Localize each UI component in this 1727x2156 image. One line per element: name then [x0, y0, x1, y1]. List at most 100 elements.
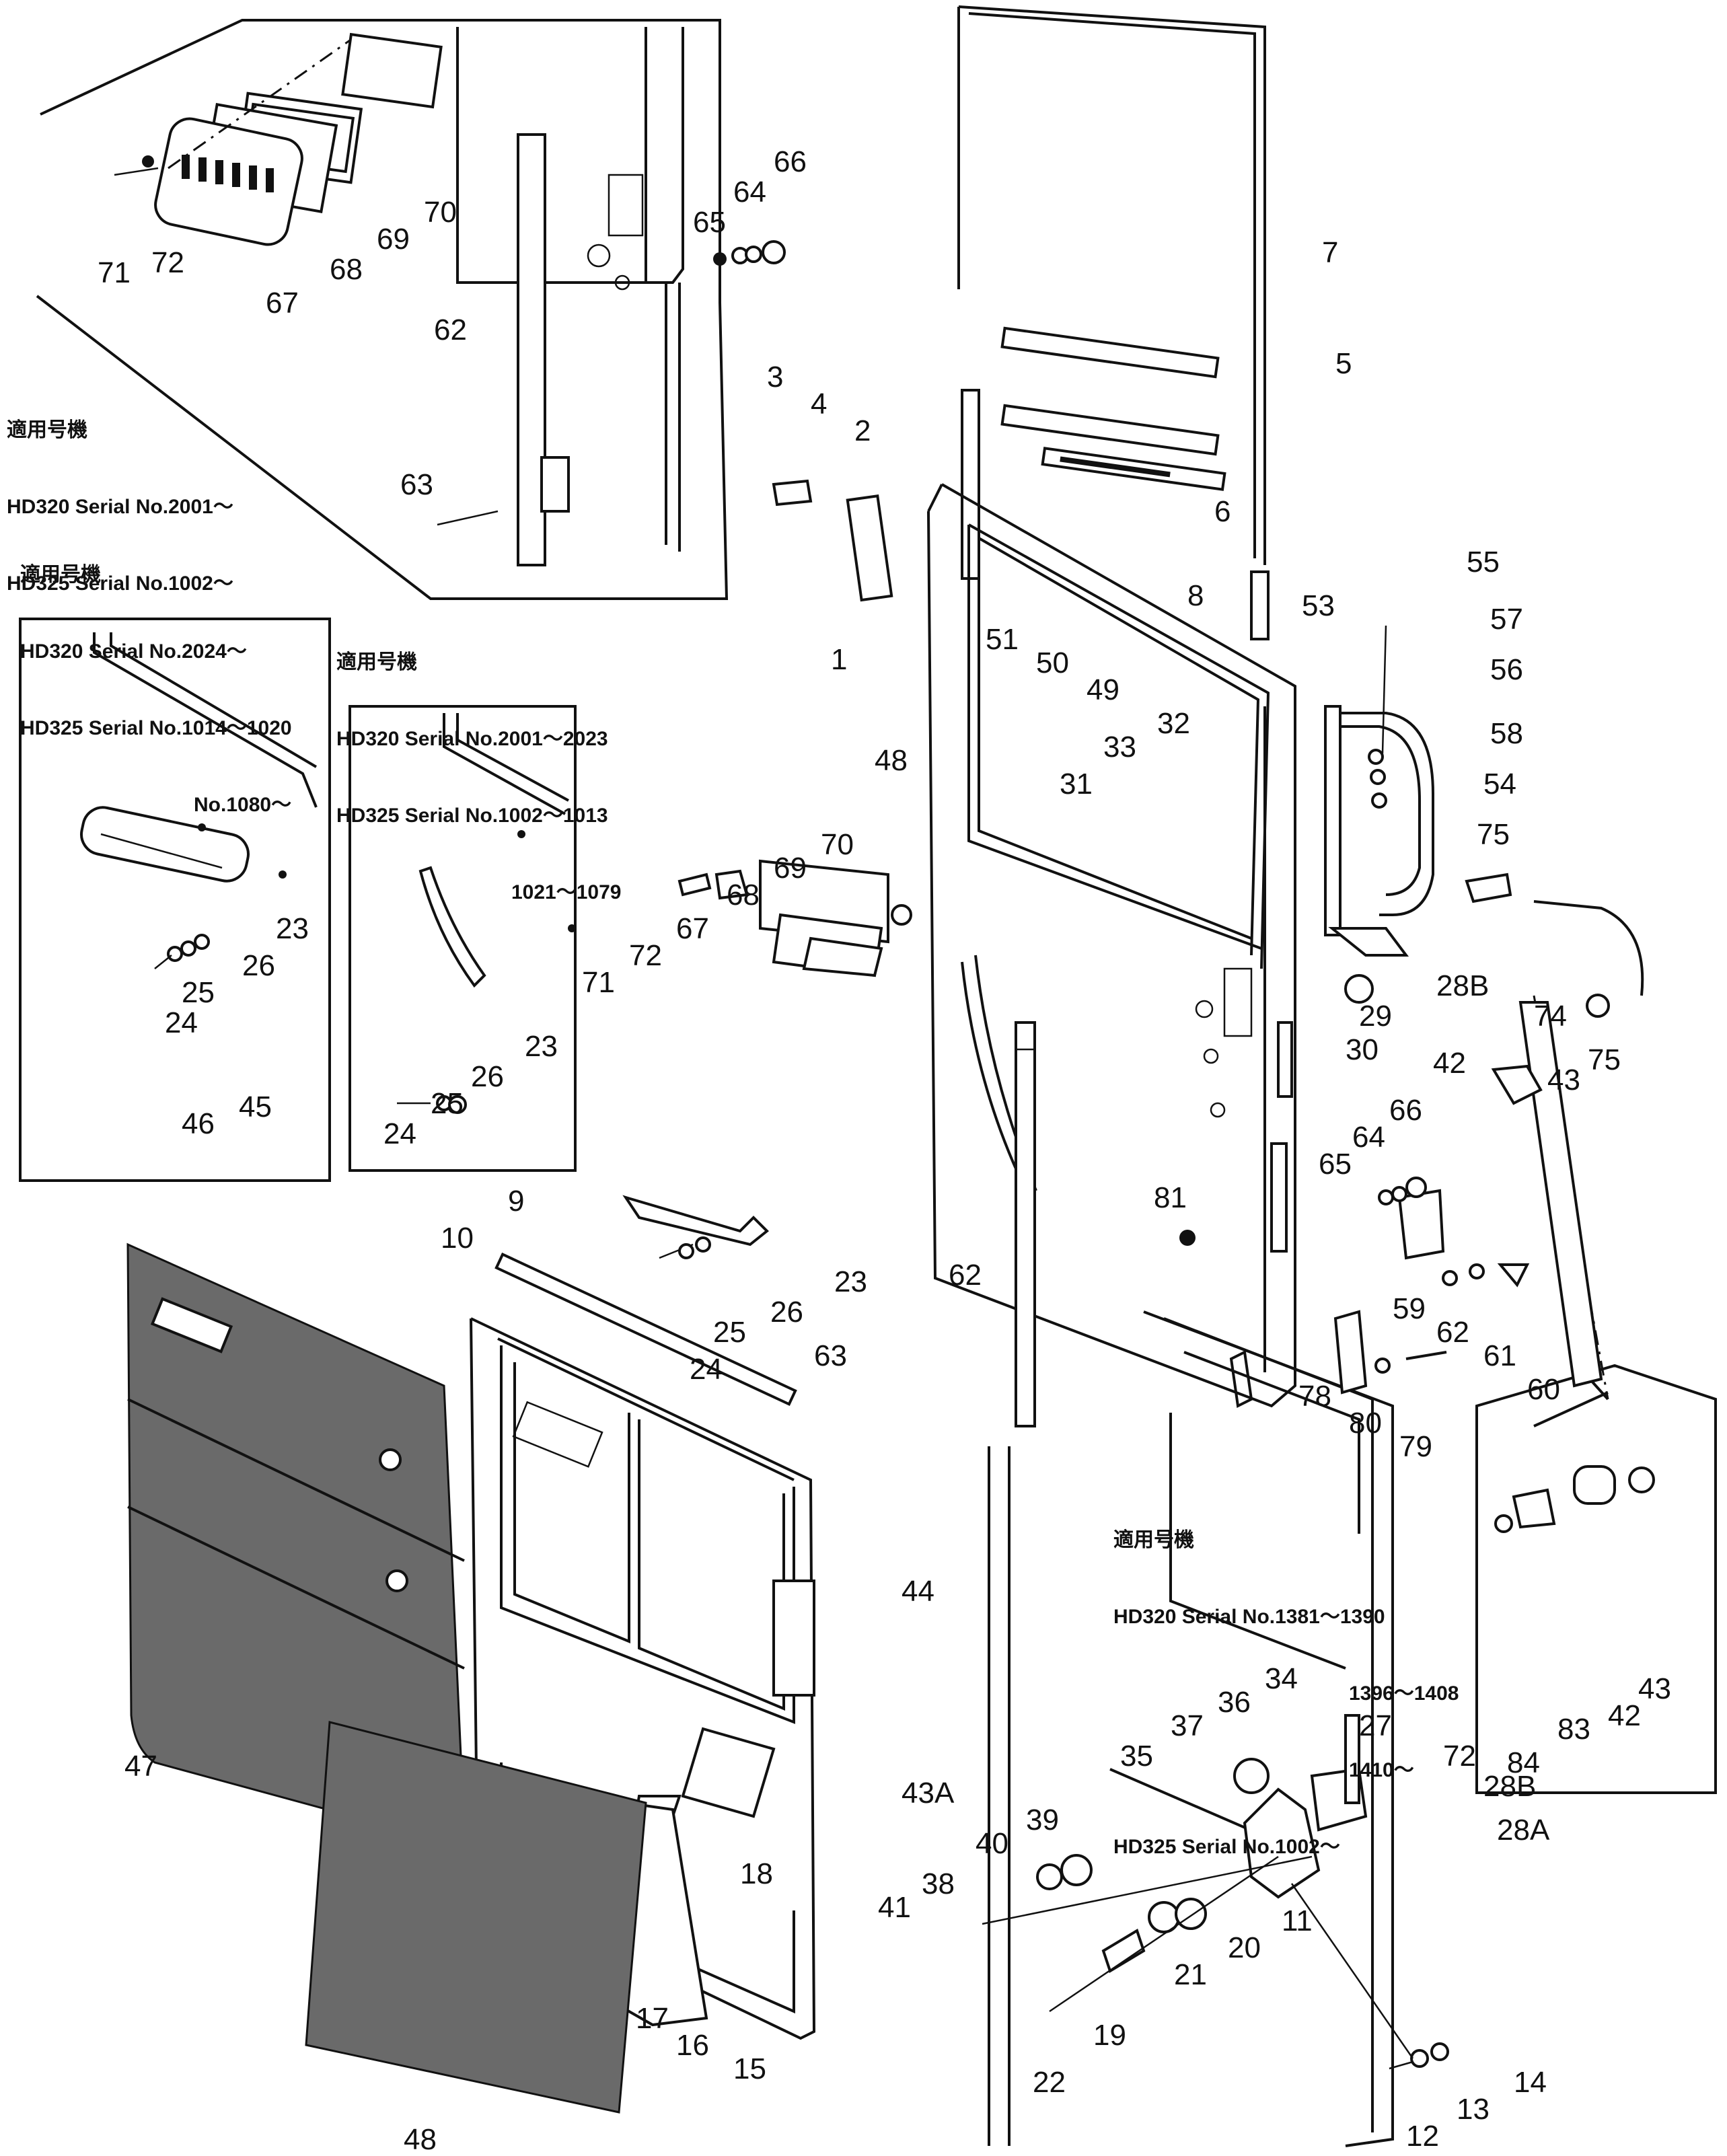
- left-inset-door: [80, 632, 318, 969]
- callout-44: 43A: [902, 1777, 955, 1810]
- lock-mechanism: [982, 1714, 1449, 2070]
- callout-73: 71: [582, 966, 615, 999]
- callout-28A: 28A: [1497, 1814, 1550, 1847]
- callout-68: 66: [1389, 1094, 1422, 1127]
- callout-6: 6: [1214, 495, 1230, 528]
- note-center-panel-line-2: HD325 Serial No.1002～1013: [336, 805, 608, 827]
- inset-handle-left-border: [19, 618, 331, 1182]
- callout-27: 27: [1359, 1709, 1392, 1742]
- top-inset-door-edge: [456, 27, 684, 552]
- callout-9: 9: [508, 1185, 524, 1218]
- note-center-panel-line-1: HD320 Serial No.2001～2023: [336, 728, 608, 750]
- callout-11: 11: [1282, 1904, 1313, 1937]
- callout-26-center: 26: [471, 1060, 504, 1093]
- rod-64: [1015, 1021, 1036, 1427]
- note-center-panel: 適用号機 HD320 Serial No.2001～2023 HD325 Ser…: [336, 599, 621, 931]
- outer-door-panel: [988, 1310, 1394, 2147]
- callout-73: 71: [98, 256, 131, 289]
- callout-4: 4: [811, 387, 827, 420]
- callout-24-center: 24: [383, 1117, 416, 1150]
- callout-63: 62: [1436, 1316, 1469, 1349]
- note-top-left-line-1: HD320 Serial No.2001～: [7, 496, 233, 518]
- callout-21: 21: [1174, 1958, 1207, 1991]
- callout-51: 49: [1087, 673, 1119, 706]
- callout-31: 30: [1346, 1033, 1379, 1066]
- callout-49: 46: [182, 1107, 215, 1140]
- callout-24-left: 24: [165, 1006, 198, 1039]
- inset-lock-border: [1475, 1364, 1717, 1794]
- callout-10: 10: [441, 1222, 474, 1255]
- callout-41: 40: [976, 1827, 1008, 1860]
- callout-26-main: 26: [770, 1296, 803, 1329]
- callout-74: 72: [151, 246, 184, 279]
- callout-70: 68: [727, 879, 760, 912]
- callout-71: 69: [774, 852, 807, 885]
- callout-1: 1: [831, 643, 847, 676]
- callout-45: 48: [404, 2123, 437, 2156]
- callout-57: 56: [1490, 653, 1523, 686]
- note-center-panel-title: 適用号機: [336, 651, 417, 673]
- callout-20: 20: [1228, 1931, 1261, 1964]
- callout-34: 33: [1103, 731, 1136, 764]
- note-left-panel: 適用号機 HD320 Serial No.2024～ HD325 Serial …: [20, 511, 292, 844]
- callout-26-left: 26: [242, 949, 275, 982]
- callout-35: 34: [1265, 1662, 1298, 1695]
- callout-72-top: 70: [424, 196, 457, 229]
- callout-42: 41: [878, 1891, 911, 1924]
- note-center-panel-line-3: 1021～1079: [511, 881, 622, 903]
- callout-5: 5: [1335, 347, 1352, 380]
- callout-25-center: 25: [431, 1087, 464, 1120]
- callout-25-left: 25: [182, 976, 215, 1009]
- callout-64: 62: [949, 1259, 982, 1292]
- note-left-panel-line-3: No.1080～: [194, 794, 292, 816]
- callout-84: 84: [1507, 1746, 1540, 1779]
- callout-47: 47: [124, 1750, 157, 1783]
- callout-72: 70: [821, 828, 854, 861]
- note-lock-panel-line-1: HD320 Serial No.1381～1390: [1113, 1606, 1385, 1628]
- inset-top-left-border: [36, 19, 729, 600]
- callout-8: 8: [1187, 579, 1204, 612]
- callout-77-upper: 75: [1477, 818, 1510, 851]
- inset-handle-center-border: [348, 705, 577, 1172]
- callout-7: 7: [1322, 236, 1338, 269]
- callout-33: 32: [1157, 707, 1190, 740]
- callout-23-center: 23: [525, 1030, 558, 1063]
- callout-75: 72: [1443, 1740, 1476, 1773]
- top-inset-rod: [517, 133, 570, 566]
- callout-23-left: 23: [276, 912, 309, 945]
- callout-78: 78: [1298, 1380, 1331, 1413]
- callout-67: 65: [1319, 1148, 1352, 1181]
- note-left-panel-line-1: HD320 Serial No.2024～: [20, 640, 247, 663]
- callout-81: 81: [1154, 1181, 1187, 1214]
- callout-60: 59: [1393, 1292, 1426, 1325]
- callout-43: 42: [1433, 1047, 1466, 1080]
- callout-67-top: 65: [693, 206, 726, 239]
- callout-15: 15: [733, 2052, 766, 2085]
- callout-69: 67: [676, 912, 709, 945]
- callout-61: 60: [1527, 1373, 1560, 1406]
- note-lock-panel-line-3: 1410～: [1349, 1759, 1414, 1781]
- callout-14: 14: [1514, 2066, 1547, 2099]
- callout-83: 83: [1557, 1713, 1590, 1746]
- note-left-panel-title: 適用号機: [20, 564, 101, 586]
- callout-55: 54: [1483, 768, 1516, 801]
- callout-30: 29: [1359, 1000, 1392, 1033]
- floor-mat-45: [305, 1721, 647, 2114]
- callout-16: 16: [676, 2029, 709, 2062]
- callout-13: 13: [1457, 2093, 1490, 2126]
- window-glass-assembly: [957, 5, 1270, 640]
- callout-71: 69: [377, 223, 410, 256]
- bracket-54-handle-55: [1324, 625, 1434, 936]
- callout-69: 67: [266, 287, 299, 320]
- callout-66: 64: [1352, 1121, 1385, 1154]
- callout-39: 38: [922, 1867, 955, 1900]
- callout-64-top: 62: [434, 313, 467, 346]
- note-top-left-title: 適用号機: [7, 419, 87, 441]
- callout-65: 63: [814, 1339, 847, 1372]
- callout-43-lock: 42: [1608, 1699, 1641, 1732]
- callout-58: 57: [1490, 603, 1523, 636]
- callout-66-top: 64: [733, 176, 766, 209]
- callout-79: 79: [1399, 1430, 1432, 1463]
- top-inset-handle-parts: [114, 32, 786, 526]
- callout-37: 36: [1218, 1686, 1251, 1719]
